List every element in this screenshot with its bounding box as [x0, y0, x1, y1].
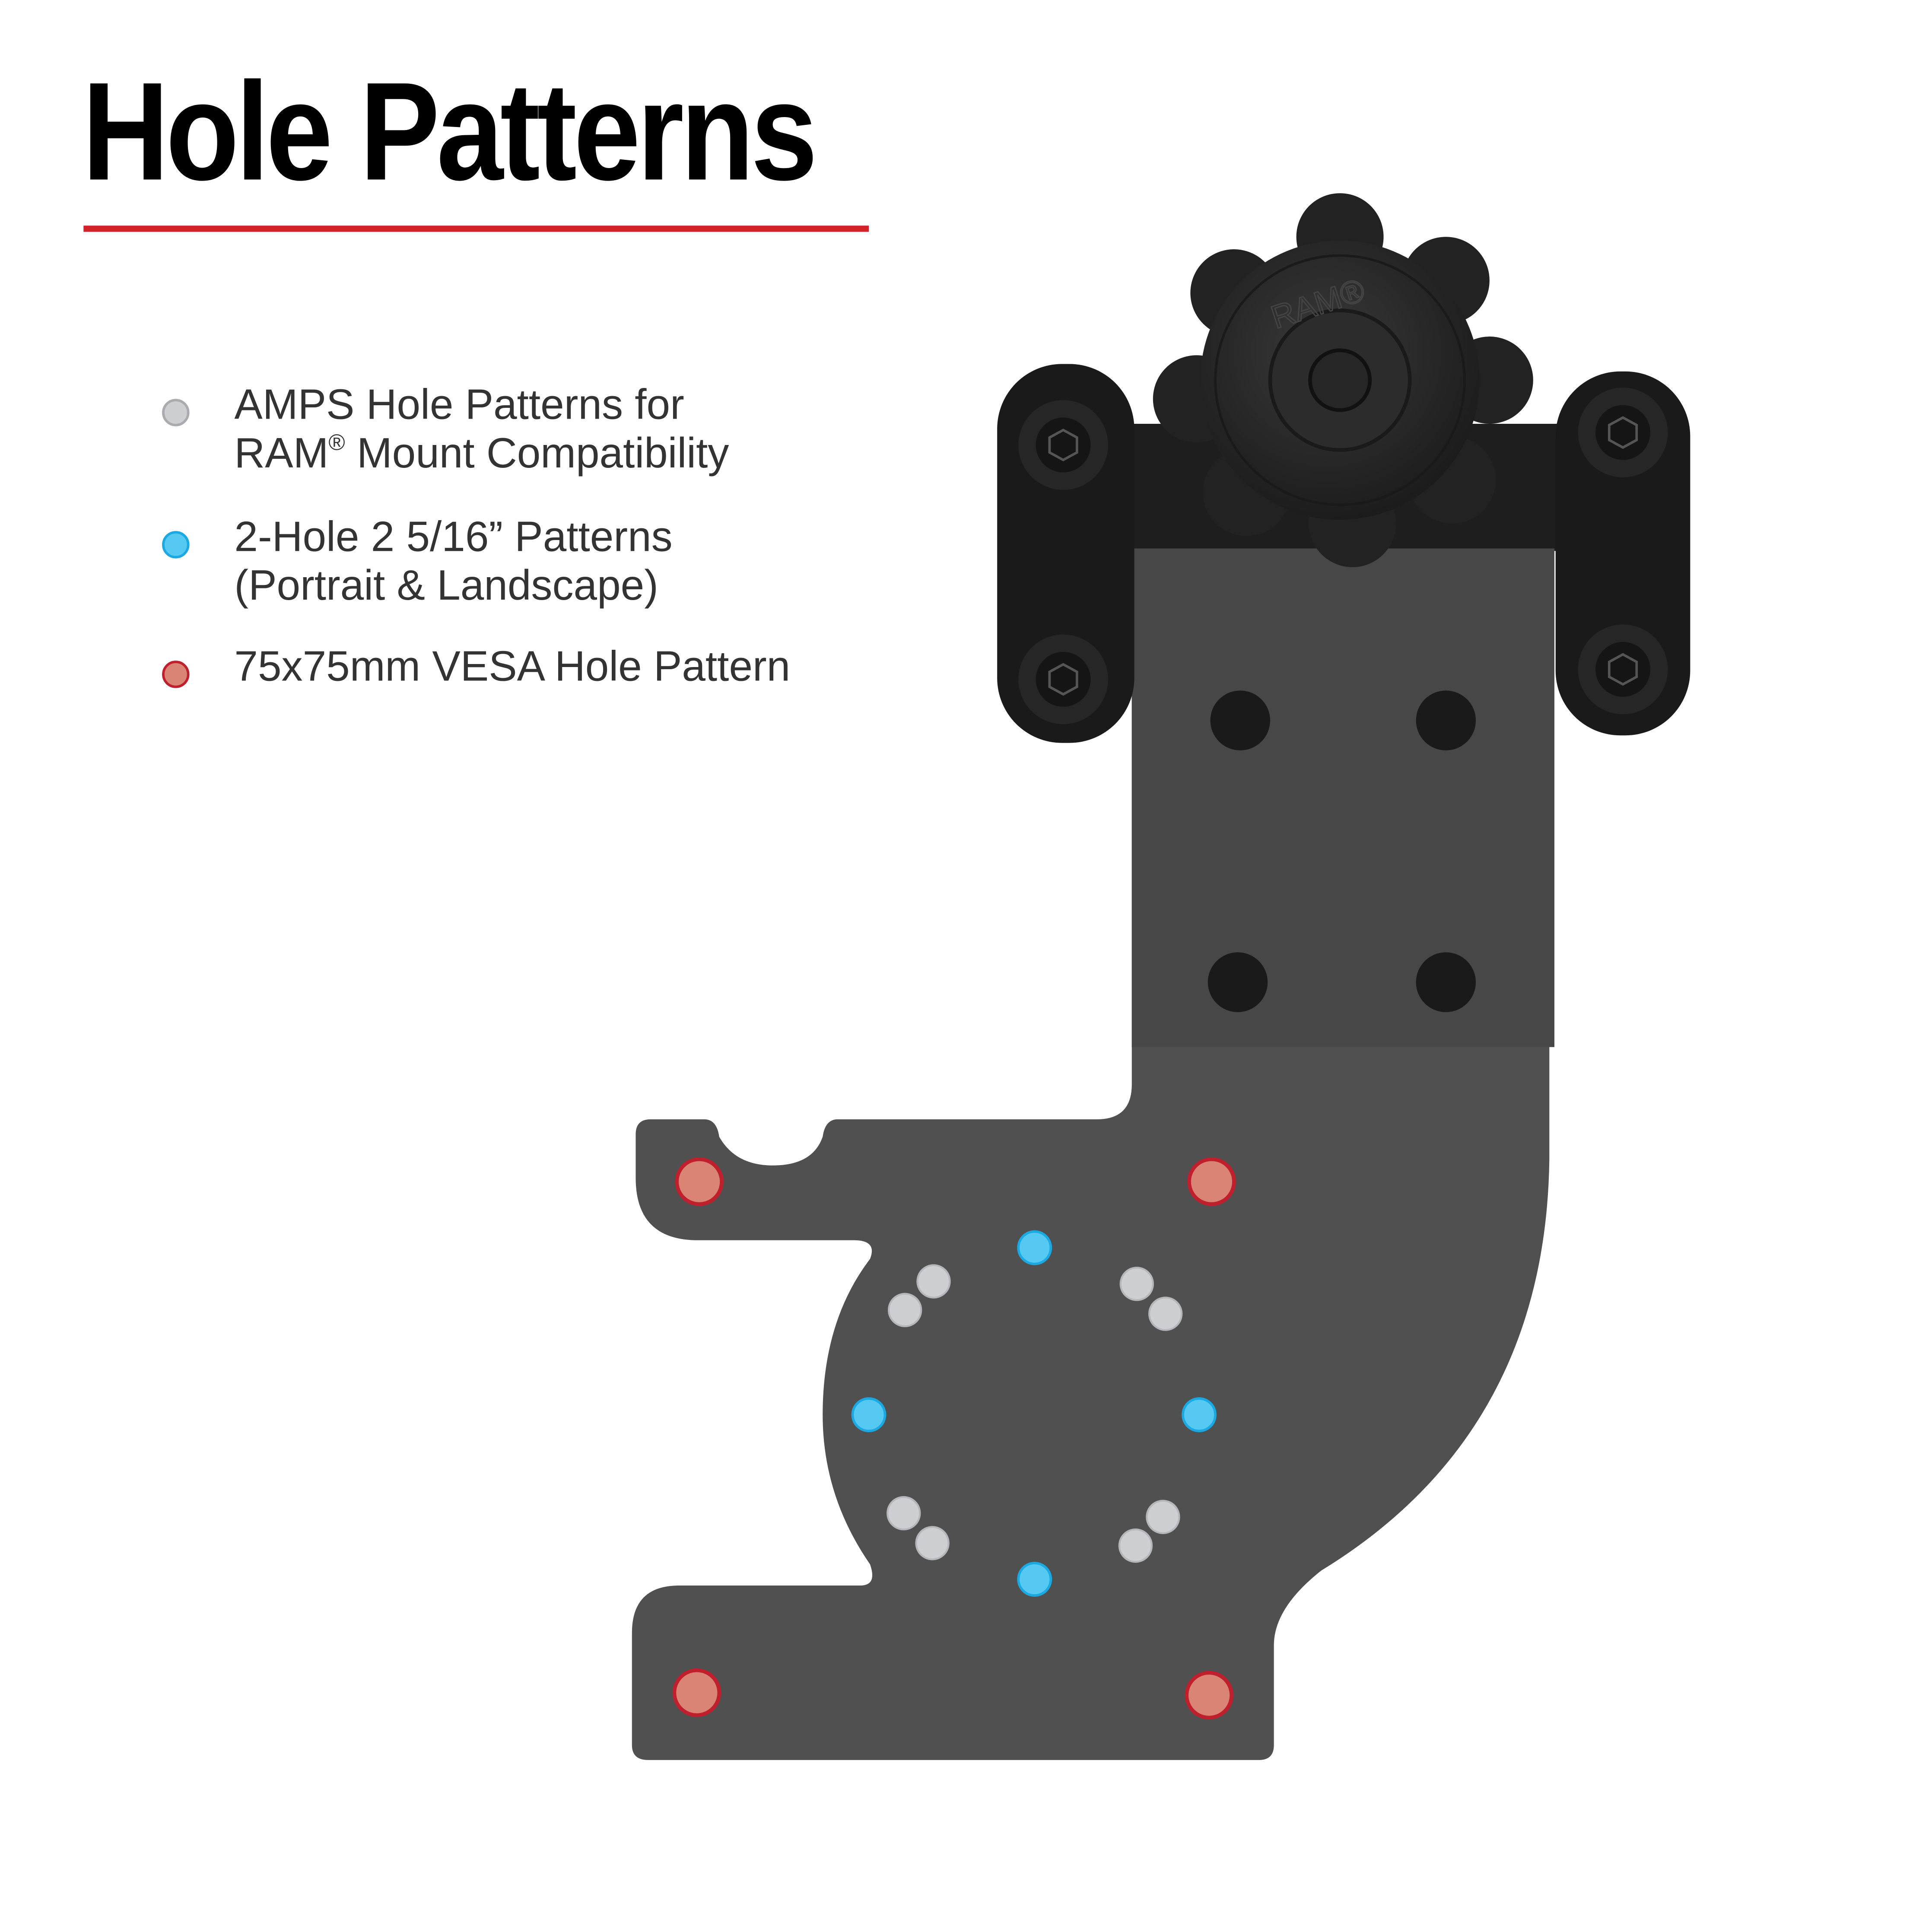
two-hole-pattern-holes [851, 1230, 1217, 1597]
page-title: Hole Patterns [82, 54, 817, 210]
knob: RAM® [1153, 193, 1533, 567]
plate-screws [1208, 690, 1476, 1012]
vesa-holes [672, 1157, 1236, 1720]
gray-dot-icon [162, 399, 190, 426]
upper-plate [1131, 548, 1554, 1047]
blue-dot-icon [162, 531, 190, 559]
legend-label: RAM® Mount Compatibility [234, 430, 729, 478]
red-dot-icon [162, 661, 190, 688]
amps-holes [887, 1264, 1183, 1563]
legend-label: 75x75mm VESA Hole Pattern [234, 643, 791, 691]
title-underline [83, 226, 869, 232]
left-clamp [997, 364, 1134, 743]
legend-label: (Portrait & Landscape) [234, 562, 658, 610]
legend-label: 2-Hole 2 5/16” Patterns [234, 513, 673, 561]
legend-label: AMPS Hole Patterns for [234, 381, 684, 429]
right-clamp [1555, 371, 1690, 736]
